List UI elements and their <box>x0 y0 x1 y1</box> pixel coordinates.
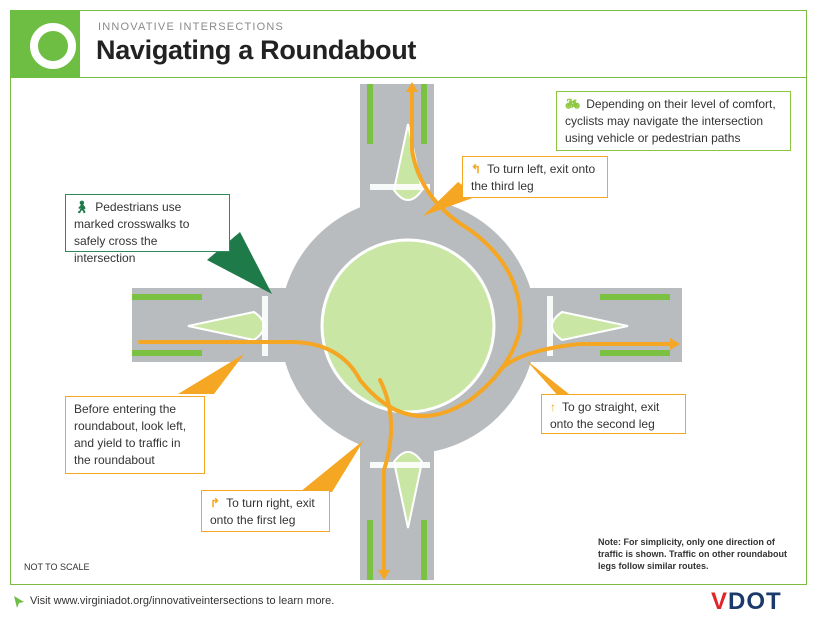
straight-arrow-icon: ↑ <box>550 400 556 414</box>
page-title: Navigating a Roundabout <box>96 35 417 65</box>
straight-callout: ↑To go straight, exit onto the second le… <box>541 394 686 434</box>
pedestrian-text: Pedestrians use marked crosswalks to saf… <box>74 200 190 265</box>
pedestrian-callout: 🚶︎Pedestrians use marked crosswalks to s… <box>65 194 230 265</box>
turn-right-arrow-icon: ↱ <box>210 496 221 510</box>
central-island <box>320 238 496 414</box>
vehicle-routes <box>138 86 678 578</box>
entering-pointer <box>178 354 244 394</box>
circle-logo-icon <box>10 10 80 78</box>
bike-lanes <box>132 84 670 580</box>
scale-label: NOT TO SCALE <box>24 562 90 572</box>
content-frame <box>10 10 807 585</box>
straight-text: To go straight, exit onto the second leg <box>550 400 660 431</box>
turn-left-text: To turn left, exit onto the third leg <box>471 162 596 193</box>
turn-left-callout: ↰To turn left, exit onto the third leg <box>462 156 608 198</box>
route-arrowheads <box>378 82 680 580</box>
turn-right-pointer <box>300 440 364 492</box>
footer-arrow-icon <box>14 596 24 608</box>
cyclists-callout: 🚲︎Depending on their level of comfort, c… <box>556 91 791 151</box>
cyclists-text: Depending on their level of comfort, cyc… <box>565 97 776 145</box>
turn-right-callout: ↱To turn right, exit onto the first leg <box>201 490 330 532</box>
crosswalks <box>262 184 553 468</box>
diagram-note: Note: For simplicity, only one direction… <box>598 537 788 571</box>
turn-left-arrow-icon: ↰ <box>471 162 482 176</box>
straight-pointer <box>526 360 574 398</box>
entering-callout: Before entering the roundabout, look lef… <box>65 396 205 474</box>
header-eyebrow: INNOVATIVE INTERSECTIONS <box>98 21 285 33</box>
entering-text: Before entering the roundabout, look lef… <box>74 402 187 467</box>
footer-link[interactable]: Visit www.virginiadot.org/innovativeinte… <box>30 595 335 607</box>
vdot-logo: VDOT <box>711 588 782 615</box>
turn-right-text: To turn right, exit onto the first leg <box>210 496 315 527</box>
bicycle-icon: 🚲︎ <box>565 97 581 111</box>
pedestrian-icon: 🚶︎ <box>74 200 90 214</box>
header-band <box>10 10 807 78</box>
